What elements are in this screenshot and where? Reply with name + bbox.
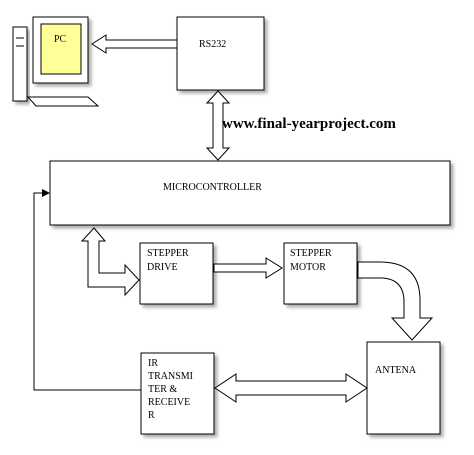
microcontroller-block — [49, 160, 451, 226]
pc-screen — [40, 23, 82, 75]
rs232-label: RS232 — [199, 39, 226, 50]
ir-label-line4: RECEIVE — [148, 397, 190, 408]
drive-to-motor-arrow — [213, 257, 283, 279]
ir-to-mcu-feedback-line — [33, 192, 141, 391]
motor-to-antena-arrow — [357, 261, 434, 341]
rs232-mcu-bidirectional-arrow — [205, 90, 231, 161]
rs232-to-pc-arrow — [91, 34, 178, 54]
ir-label-line3: TER & — [148, 384, 177, 395]
stepper-drive-block — [139, 242, 214, 305]
microcontroller-label: MICROCONTROLLER — [163, 182, 262, 193]
ir-label-line1: IR — [148, 358, 158, 369]
stepper-drive-label-line2: DRIVE — [147, 262, 178, 273]
pc-label: PC — [54, 34, 67, 45]
stepper-motor-label-line2: MOTOR — [290, 262, 326, 273]
ir-label-line2: TRANSMI — [148, 371, 193, 382]
stepper-motor-block — [283, 242, 358, 305]
mcu-stepper-drive-arrow — [80, 227, 140, 297]
rs232-block — [176, 16, 265, 91]
stepper-drive-label-line1: STEPPER — [147, 248, 189, 259]
ir-antena-bidirectional-arrow — [214, 373, 368, 403]
ir-to-mcu-feedback-arrowhead — [42, 189, 50, 197]
antena-label: ANTENA — [375, 365, 417, 376]
antena-block — [366, 341, 441, 435]
pc-keyboard — [26, 96, 100, 107]
stepper-motor-label-line1: STEPPER — [290, 248, 332, 259]
ir-label-line5: R — [148, 410, 155, 421]
ir-transceiver-block — [140, 352, 215, 435]
watermark-text: www.final-yearproject.com — [222, 116, 396, 132]
pc-computer-icon: PC — [12, 16, 100, 107]
